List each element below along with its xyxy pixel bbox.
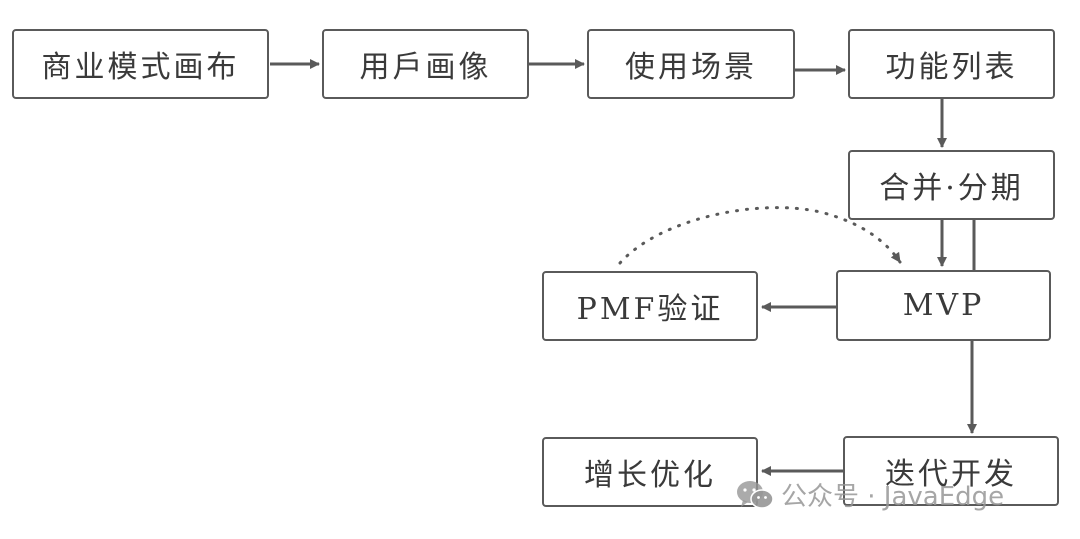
watermark-text: 公众号 · JavaEdge — [781, 482, 1005, 512]
node-pmf-validation: PMF验证 — [542, 271, 758, 341]
node-user-persona: 用戶画像 — [322, 29, 529, 99]
node-feature-list: 功能列表 — [848, 29, 1055, 99]
node-growth-optimization: 增长优化 — [542, 437, 758, 507]
node-iterative-dev: 迭代开发 — [843, 436, 1059, 506]
node-business-model-canvas: 商业模式画布 — [12, 29, 269, 99]
wechat-icon — [737, 480, 774, 509]
node-usage-scenario: 使用场景 — [587, 29, 795, 99]
node-merge-phase: 合并·分期 — [848, 150, 1055, 220]
node-mvp: MVP — [836, 270, 1051, 341]
edge-pmf-feedback-dotted — [618, 206, 902, 265]
watermark: 公众号 · JavaEdge — [735, 476, 1004, 513]
